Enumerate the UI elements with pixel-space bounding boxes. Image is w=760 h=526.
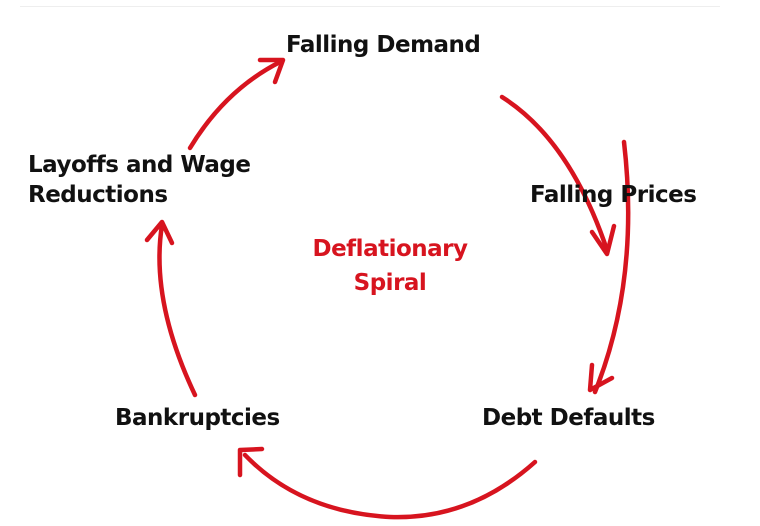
node-layoffs: Layoffs and Wage Reductions xyxy=(28,150,251,210)
center-title-line1: Deflationary xyxy=(312,236,468,262)
top-border xyxy=(20,6,720,7)
arrowhead-icon xyxy=(587,362,615,393)
node-debt-defaults: Debt Defaults xyxy=(482,405,655,431)
center-title: Deflationary Spiral xyxy=(290,232,490,300)
node-falling-demand: Falling Demand xyxy=(286,32,481,58)
node-layoffs-line1: Layoffs and Wage xyxy=(28,152,251,178)
arrow-bankruptcies-to-layoffs xyxy=(157,222,198,398)
arrowhead-icon xyxy=(589,223,617,257)
arrow-demand-to-prices xyxy=(499,94,610,253)
center-title-line2: Spiral xyxy=(353,270,427,296)
arrow-prices-to-defaults xyxy=(592,139,631,395)
node-layoffs-line2: Reductions xyxy=(28,182,168,208)
arrow-layoffs-to-demand xyxy=(187,59,283,151)
arrowhead-icon xyxy=(257,57,286,85)
arrowhead-icon xyxy=(237,446,265,478)
node-bankruptcies: Bankruptcies xyxy=(115,405,280,431)
arrowhead-icon xyxy=(144,219,175,246)
node-falling-prices: Falling Prices xyxy=(530,182,697,208)
arrow-defaults-to-bankruptcies xyxy=(242,452,538,520)
